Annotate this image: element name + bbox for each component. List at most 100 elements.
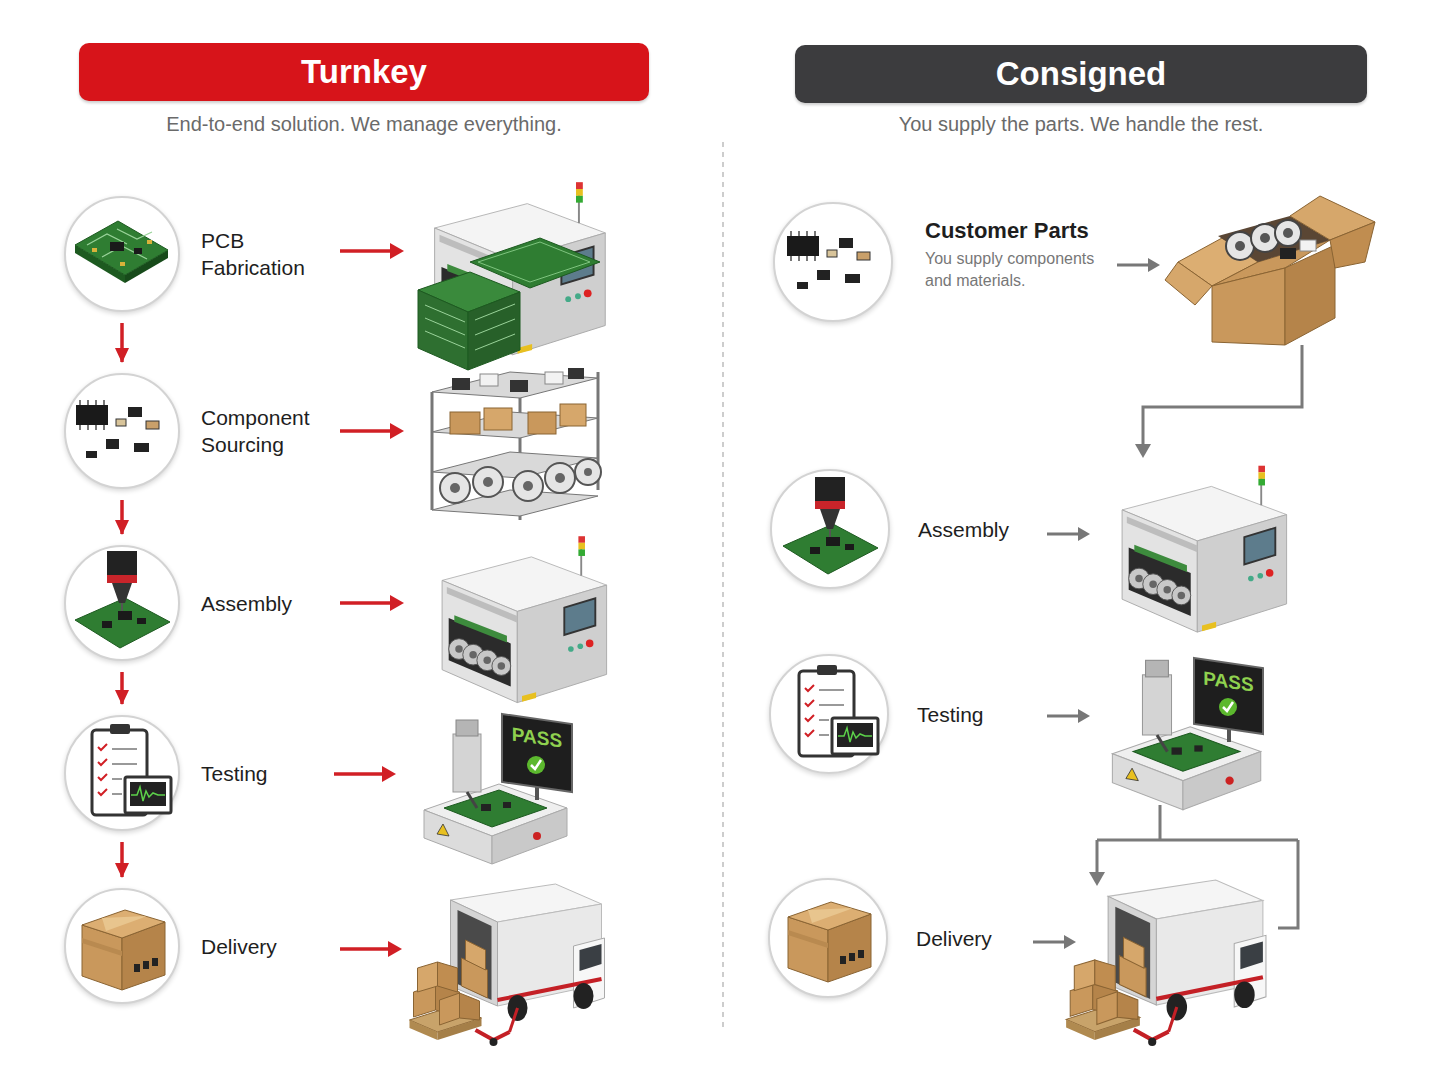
pcb-fabrication-machine [418, 290, 468, 370]
step-circle: Customer PartsYou supply components and … [773, 202, 893, 322]
monitor-text: PASS [502, 722, 572, 754]
step-circle: Delivery [64, 888, 180, 1004]
flow-connector [1135, 444, 1151, 458]
step-arrows [1117, 264, 1150, 267]
test-station [1219, 698, 1237, 716]
test-station [531, 760, 541, 769]
step-arrows [382, 766, 396, 782]
component-shelf [575, 459, 601, 485]
step-label: Testing [917, 701, 1047, 728]
flow-connector [1089, 872, 1105, 886]
component-shelf [560, 404, 586, 426]
step-arrows [388, 941, 402, 957]
header-band: ConsignedYou supply the parts. We handle… [795, 45, 1367, 103]
components-icon [76, 400, 159, 458]
test-station [502, 714, 572, 792]
step-label: Assembly [201, 590, 331, 617]
parts-carton [1165, 262, 1212, 305]
pick-and-place-machine [1122, 466, 1287, 632]
component-shelf [523, 481, 533, 491]
step-arrows [334, 772, 384, 776]
step-arrows [340, 429, 392, 433]
components-icon [787, 231, 870, 289]
flow-connector [1097, 805, 1298, 928]
pcb-icon [75, 221, 168, 283]
step-title: Component Sourcing [201, 404, 331, 458]
parts-carton [1251, 224, 1279, 252]
step-title: Testing [917, 701, 1047, 728]
step-arrows [340, 947, 390, 951]
pcb-fabrication-machine [468, 292, 520, 370]
header-band: TurnkeyEnd-to-end solution. We manage ev… [79, 43, 649, 101]
step-arrows [1078, 709, 1090, 723]
test-station [527, 756, 545, 774]
step-title: Customer Parts [925, 217, 1125, 244]
pcb-fabrication-machine [425, 331, 465, 348]
flow-arrow [120, 500, 124, 534]
step-circle: Component Sourcing [64, 373, 180, 489]
pcb-fabrication-machine [478, 242, 590, 282]
step-label: Assembly [918, 516, 1048, 543]
delivery-truck [410, 884, 605, 1046]
pcb-fabrication-machine [475, 304, 515, 320]
step-label: PCB Fabrication [201, 227, 331, 281]
component-shelf [440, 473, 470, 503]
pcb-fabrication-machine [475, 334, 515, 350]
component-shelf [568, 368, 584, 379]
step-circle: Assembly [770, 469, 890, 589]
delivery-icon [788, 902, 871, 982]
testing-icon [799, 665, 878, 756]
delivery-icon [82, 910, 165, 990]
pick-and-place-machine [442, 536, 606, 702]
component-shelf [528, 412, 556, 434]
testing-icon [92, 724, 171, 815]
component-shelf [450, 412, 480, 434]
step-arrows [340, 601, 392, 605]
step-label: Customer PartsYou supply components and … [925, 217, 1125, 292]
component-shelf [555, 473, 565, 483]
band-fill: Turnkey [79, 43, 649, 101]
step-circle: Assembly [64, 545, 180, 661]
step-circle: Testing [769, 654, 889, 774]
pcb-fabrication-machine [418, 182, 605, 370]
parts-carton [1280, 248, 1296, 259]
parts-carton [1235, 241, 1245, 251]
parts-carton [1275, 220, 1301, 246]
step-arrows [1148, 258, 1160, 272]
component-shelf [431, 392, 434, 510]
delivery-truck [1066, 880, 1266, 1046]
band-title: Turnkey [301, 53, 427, 91]
component-shelf [513, 471, 543, 501]
component-shelf [450, 483, 460, 493]
component-shelf [432, 368, 601, 520]
parts-carton [1260, 233, 1270, 243]
component-shelf [452, 378, 470, 390]
parts-carton [1330, 222, 1375, 268]
step-arrows [334, 243, 404, 957]
flow-connector [1143, 345, 1302, 446]
step-label: Delivery [201, 933, 331, 960]
pick-and-place-machine [442, 536, 606, 702]
parts-carton [1212, 268, 1285, 345]
component-shelf [584, 468, 592, 476]
step-arrows [390, 423, 404, 439]
parts-carton [1226, 232, 1254, 260]
band-subtitle: You supply the parts. We handle the rest… [775, 113, 1387, 136]
flow-arrow [120, 672, 124, 704]
step-title: Delivery [201, 933, 331, 960]
flow-arrow [120, 842, 124, 877]
step-label: Delivery [916, 925, 1046, 952]
column-divider [722, 142, 724, 1030]
pcb-fabrication-machine [425, 305, 465, 322]
band-fill: Consigned [795, 45, 1367, 103]
step-arrows [1047, 533, 1080, 536]
delivery-truck [1066, 880, 1266, 1046]
component-shelf [510, 380, 528, 392]
step-label: Testing [201, 760, 331, 787]
step-title: PCB Fabrication [201, 227, 331, 281]
pcb-fabrication-machine [425, 318, 465, 335]
step-arrows [1033, 941, 1066, 944]
